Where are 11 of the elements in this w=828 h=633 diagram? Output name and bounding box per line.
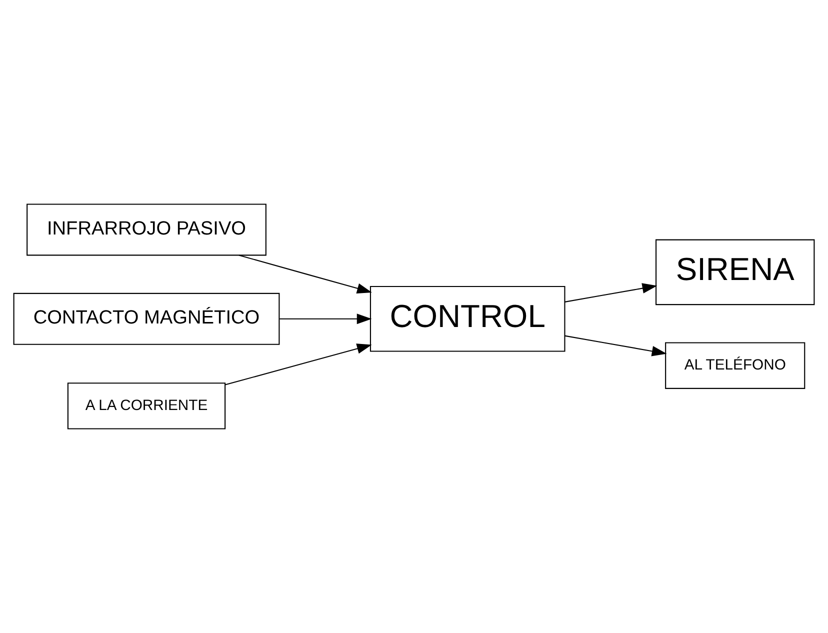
node-box: A LA CORRIENTE xyxy=(67,382,226,430)
node-box: CONTACTO MAGNÉTICO xyxy=(13,292,280,345)
arrow xyxy=(564,283,658,302)
arrow xyxy=(225,344,372,386)
node-box: INFRARROJO PASIVO xyxy=(26,204,266,256)
node-box: SIRENA xyxy=(656,239,815,306)
node-box: AL TELÉFONO xyxy=(665,342,806,389)
arrow xyxy=(238,254,372,294)
arrow xyxy=(280,314,372,324)
arrow xyxy=(564,335,667,356)
node-box: CONTROL xyxy=(370,286,566,352)
